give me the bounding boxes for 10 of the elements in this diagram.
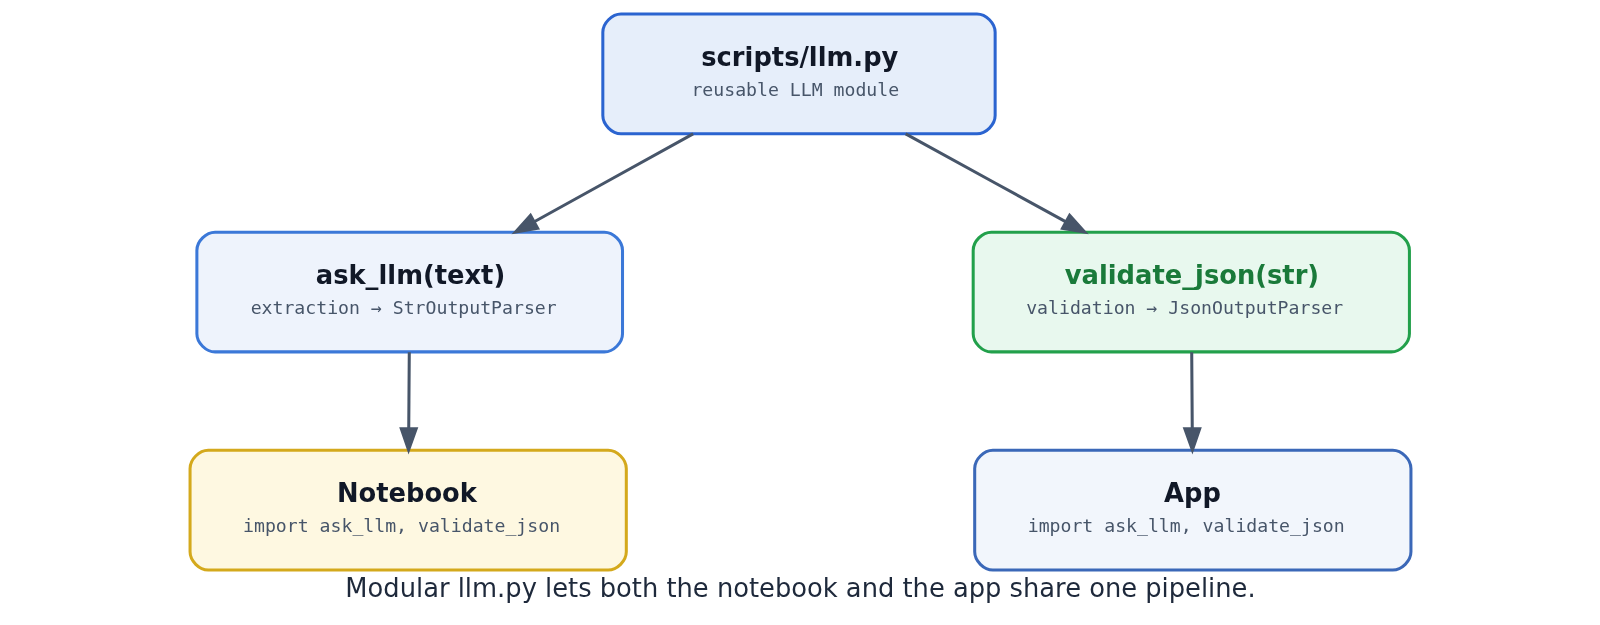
arrow: [1182, 352, 1202, 455]
arrow: [398, 352, 418, 455]
node-box: scripts/llm.py reusable LLM module: [600, 12, 997, 136]
caption: Modular llm.py lets both the notebook and the app share one pipeline.: [344, 572, 1256, 603]
node-box: validate_json(str) validation → JsonOutputParser: [971, 230, 1411, 354]
node-box: Notebook import ask_llm, validate_json: [188, 448, 628, 572]
node-box: ask_llm(text) extraction → StrOutputParser: [194, 230, 624, 354]
node-box: App import ask_llm, validate_json: [972, 448, 1412, 572]
arrow: [904, 132, 1089, 235]
arrow: [511, 132, 694, 235]
